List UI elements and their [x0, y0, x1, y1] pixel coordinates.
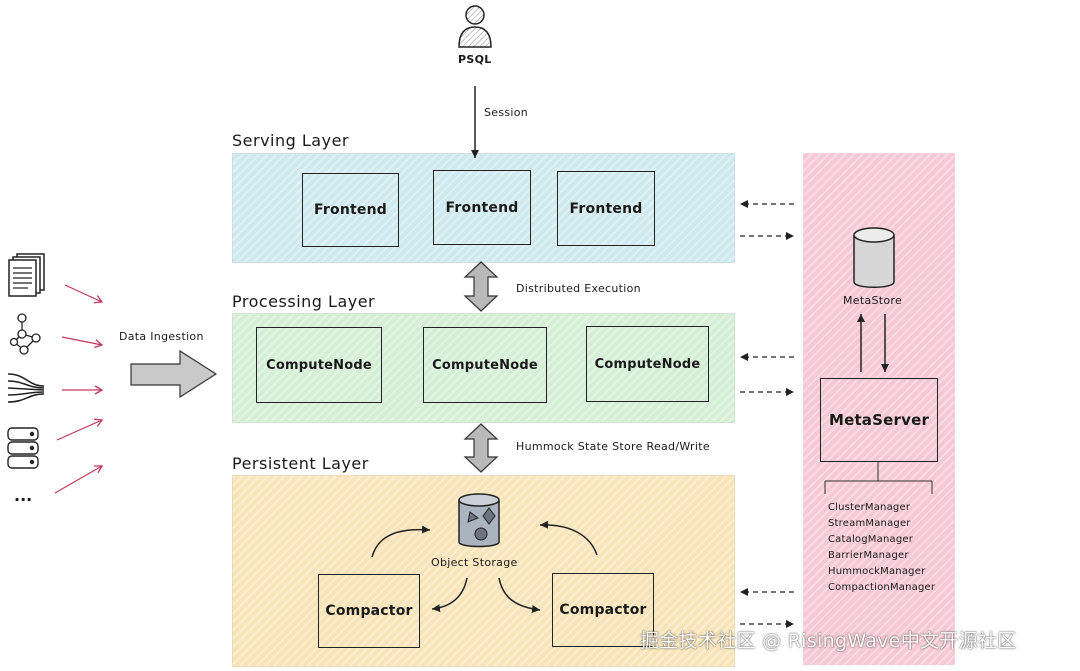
hummock-label: Hummock State Store Read/Write — [516, 440, 710, 453]
user-icon — [458, 5, 492, 48]
frontend-node-3: Frontend — [557, 171, 655, 246]
metastore-cylinder-icon — [853, 227, 895, 288]
graph-nodes-icon — [10, 313, 41, 355]
manager-item: CompactionManager — [828, 582, 936, 593]
session-label: Session — [484, 106, 529, 119]
object-storage-icon — [458, 493, 500, 548]
compute-node-2: ComputeNode — [423, 327, 547, 403]
processing-layer-title: Processing Layer — [232, 292, 376, 311]
object-storage-label: Object Storage — [431, 556, 518, 569]
manager-item: StreamManager — [828, 518, 911, 529]
manager-item: CatalogManager — [828, 534, 914, 545]
compactor-node-1: Compactor — [318, 574, 420, 648]
compute-node-3: ComputeNode — [586, 326, 709, 402]
source-arrows — [54, 284, 104, 494]
manager-item: ClusterManager — [828, 502, 911, 513]
distributed-execution-arrow — [463, 261, 499, 312]
distributed-execution-label: Distributed Execution — [516, 282, 641, 295]
compaction-arrows — [371, 520, 598, 613]
database-icon — [7, 427, 39, 469]
client-label: PSQL — [458, 53, 492, 66]
managers-list: ClusterManager StreamManager CatalogMana… — [828, 500, 953, 596]
frontend-node-1: Frontend — [302, 173, 399, 247]
more-sources-label: ... — [14, 486, 33, 505]
data-ingestion-arrow — [130, 349, 218, 399]
compute-node-1: ComputeNode — [256, 327, 382, 403]
manager-item: BarrierManager — [828, 550, 909, 561]
manager-item: HummockManager — [828, 566, 926, 577]
hummock-read-write-arrow — [463, 423, 499, 473]
persistent-layer-title: Persistent Layer — [232, 454, 369, 473]
metastore-label: MetaStore — [843, 294, 903, 307]
compactor-node-2: Compactor — [552, 573, 654, 647]
data-ingestion-label: Data Ingestion — [119, 330, 204, 343]
metaserver-node: MetaServer — [820, 378, 938, 462]
meta-link-arrows — [740, 200, 794, 628]
managers-bracket — [824, 462, 933, 494]
watermark-text: 掘金技术社区 @ RisingWave中文开源社区 — [640, 630, 1017, 652]
processing-layer-panel — [232, 313, 735, 423]
stream-lines-icon — [7, 373, 45, 403]
serving-layer-title: Serving Layer — [232, 131, 349, 150]
frontend-node-2: Frontend — [433, 170, 531, 245]
document-stack-icon — [8, 253, 45, 297]
